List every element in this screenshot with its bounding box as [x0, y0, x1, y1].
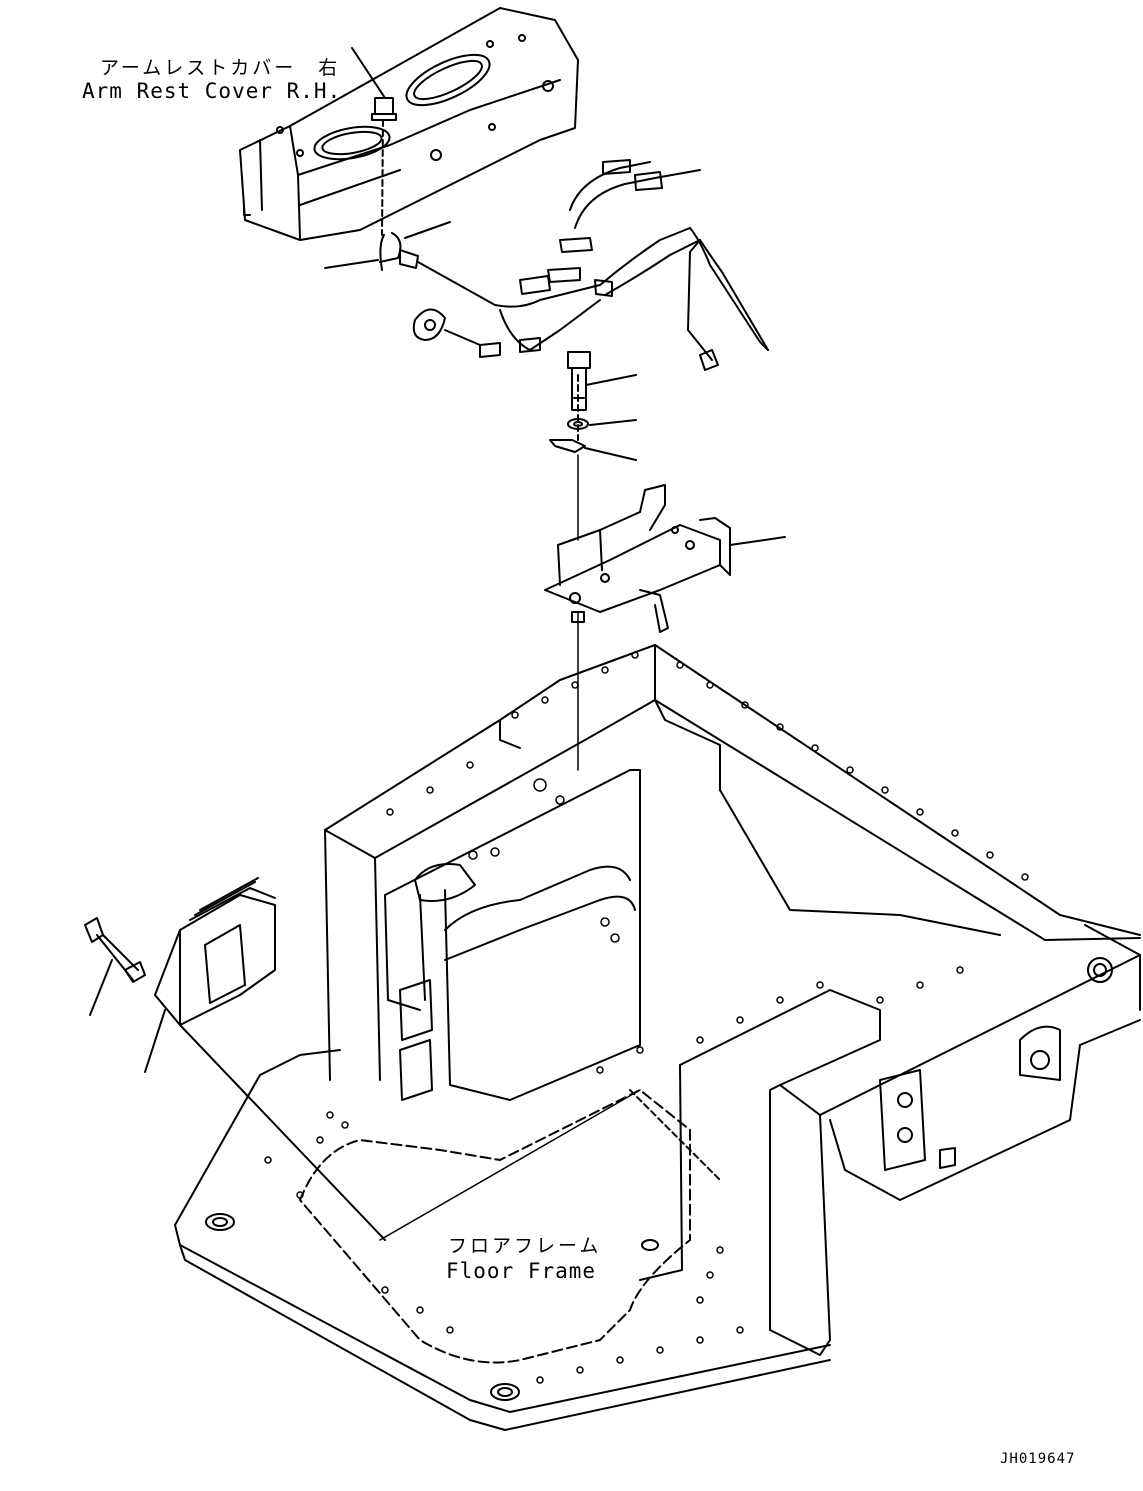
bracket [544, 484, 786, 771]
bolt-washer-clamp [549, 351, 637, 541]
floor-frame-label-jp: フロアフレーム [448, 1235, 602, 1257]
wire-harness [412, 159, 769, 371]
floor-leader [629, 1089, 721, 1181]
armrest-cover-label-en: Arm Rest Cover R.H. [82, 79, 342, 103]
switch-and-clip [324, 47, 451, 271]
armrest-cover [239, 7, 579, 241]
controller-box [84, 877, 386, 1241]
floor-frame-label-en: Floor Frame [446, 1259, 597, 1283]
floor-frame [174, 644, 1141, 1431]
drawing-code: JH019647 [1000, 1451, 1076, 1467]
armrest-cover-label-jp: アームレストカバー 右 [100, 57, 341, 79]
frame-holes [264, 651, 1029, 1384]
